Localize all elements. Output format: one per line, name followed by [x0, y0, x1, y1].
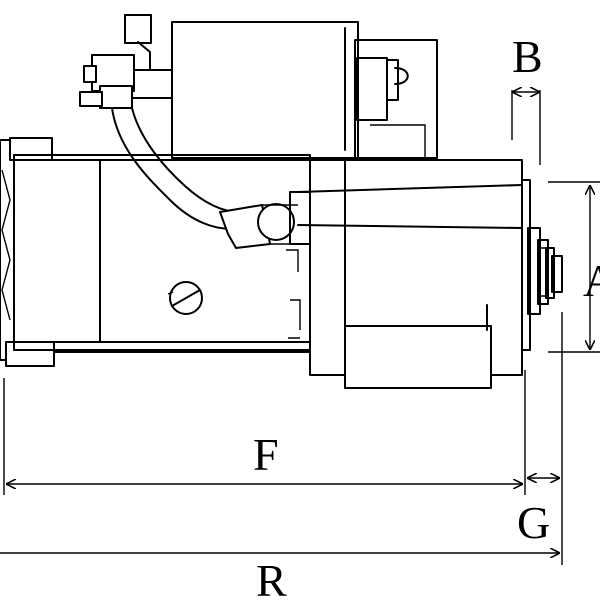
drive-nose-plate	[521, 179, 531, 351]
drive-housing	[289, 159, 563, 389]
body-screw-slot	[171, 289, 201, 307]
frame-lower-line	[297, 224, 523, 229]
solenoid-can	[171, 21, 359, 159]
motor-body	[0, 137, 311, 367]
label-B: B	[512, 31, 543, 82]
yoke-housing	[13, 154, 311, 351]
pinion-gear-1	[537, 239, 549, 305]
label-G: G	[517, 497, 550, 548]
label-A: A	[583, 255, 600, 306]
solenoid-terminal-block	[356, 57, 388, 121]
field-cable	[111, 107, 298, 249]
solenoid-terminal-nut	[394, 67, 409, 85]
dimension-labels: B A F G R	[253, 31, 600, 600]
label-R: R	[256, 555, 287, 600]
pinion-tip	[551, 255, 563, 293]
end-cap-fins	[1, 169, 11, 321]
mounting-flange	[344, 325, 492, 389]
solenoid-cap	[354, 39, 438, 159]
pinion-collar	[527, 227, 541, 315]
main-terminal-nut	[99, 85, 133, 109]
frame-upper-line	[297, 184, 523, 193]
small-terminal	[124, 14, 152, 44]
label-F: F	[253, 429, 279, 480]
cable-lug-nut	[257, 203, 295, 241]
body-screw-head	[169, 281, 203, 315]
solenoid	[79, 14, 438, 160]
mount-bracket-marks	[288, 299, 301, 339]
pinion-gear-2	[545, 247, 555, 299]
dimension-lines	[0, 90, 600, 565]
top-left-bolt-block	[9, 137, 53, 161]
